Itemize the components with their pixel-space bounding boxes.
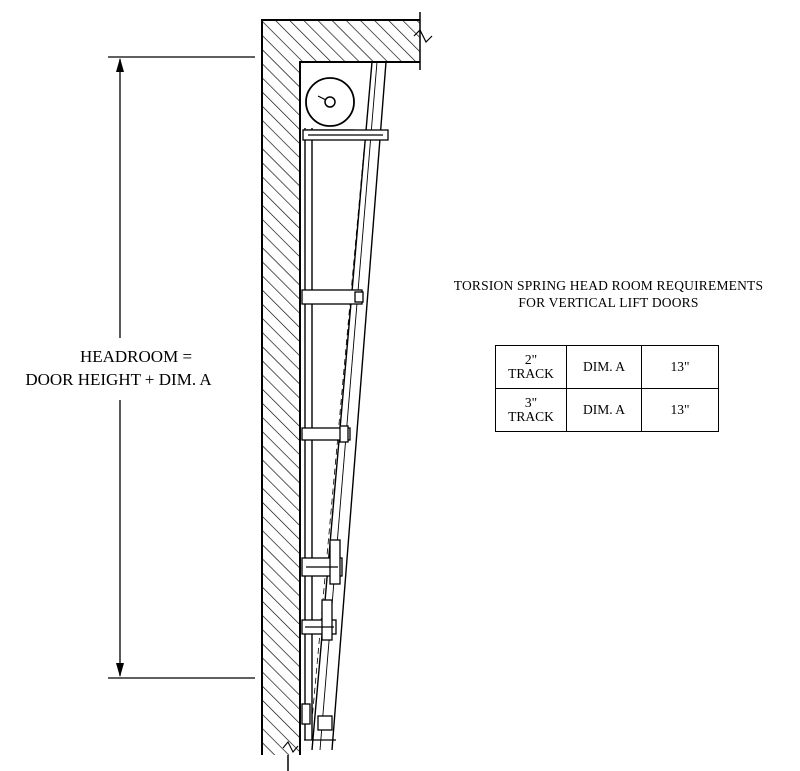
table-title-line1: TORSION SPRING HEAD ROOM REQUIREMENTS [453,278,764,293]
table-row: 2" TRACK DIM. A 13" [495,345,719,389]
headroom-dimension [108,56,255,679]
track-cell: 2" TRACK [495,345,567,389]
track-word: TRACK [508,366,554,381]
table-title-line2: FOR VERTICAL LIFT DOORS [518,295,699,310]
track-cell: 3" TRACK [495,388,567,432]
track-size: 3" [524,394,538,410]
headroom-label: HEADROOM = [79,347,193,366]
torsion-spring-drum [305,77,355,131]
track-size: 2" [524,351,538,367]
value-cell: 13" [641,345,719,389]
track-word: TRACK [508,409,554,424]
value-cell: 13" [641,388,719,432]
track-brackets [301,129,389,741]
dim-cell: DIM. A [566,388,642,432]
headroom-requirements-table: 2" TRACK DIM. A 13" 3" TRACK DIM. A 13" [495,345,719,432]
dim-cell: DIM. A [566,345,642,389]
vertical-track [311,61,387,751]
wall-hatch [261,12,433,771]
table-row: 3" TRACK DIM. A 13" [495,388,719,432]
headroom-formula: DOOR HEIGHT + DIM. A [25,370,212,389]
